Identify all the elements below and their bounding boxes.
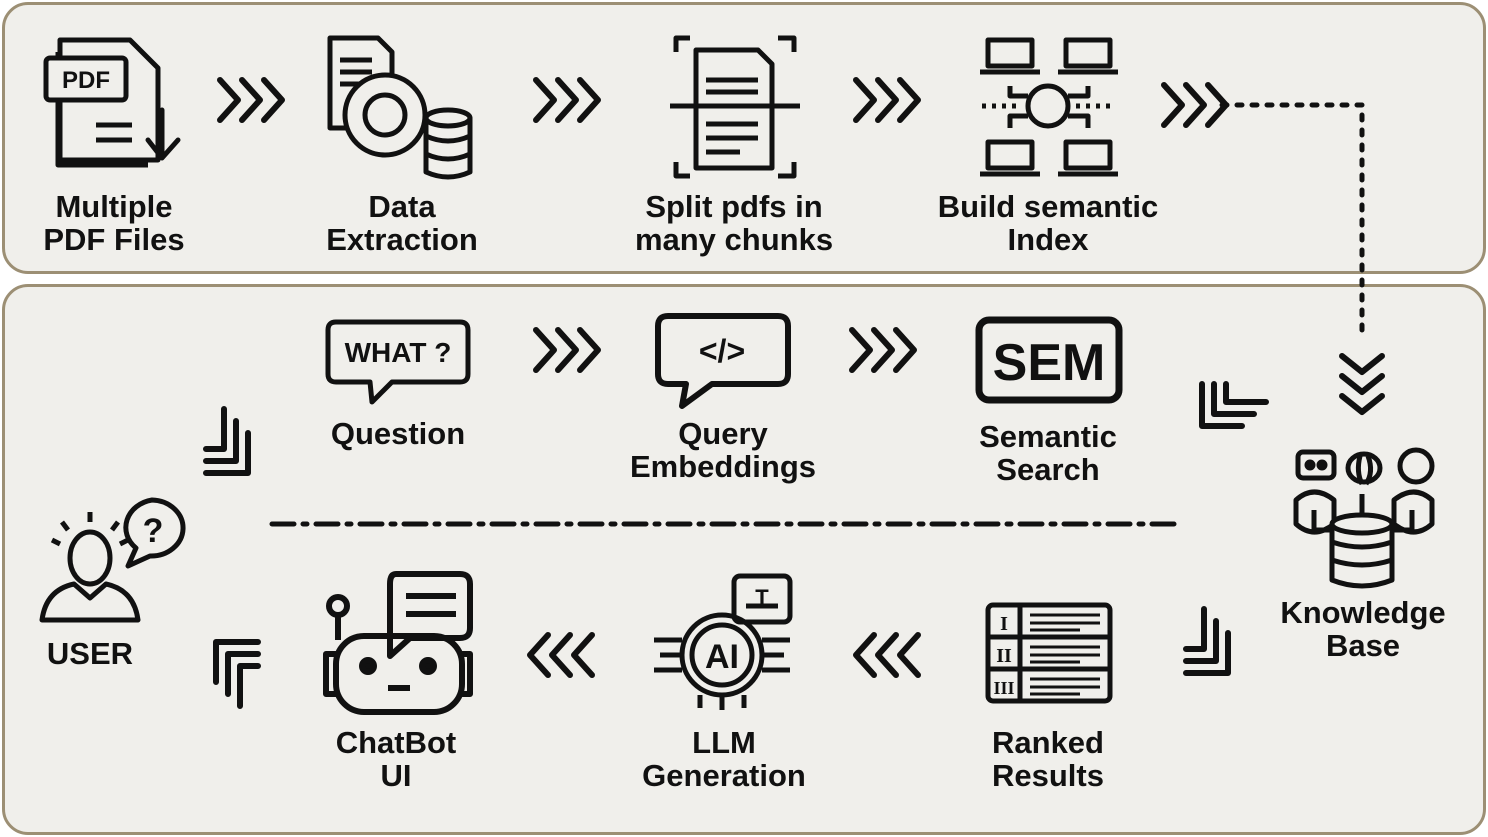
step-label-line: Index [1007,222,1089,257]
dotted-connector [1219,102,1365,338]
pdf-tag-text: PDF [62,67,110,94]
knowledge-base-icon [1293,447,1435,589]
chevron-right-icon [536,330,598,370]
chevron-right-icon [536,80,598,120]
step-label-line: Semantic [979,419,1117,454]
step-label-line: Extraction [326,222,478,257]
step-label-line: Multiple [55,189,173,224]
corner-arrow-icon [206,409,248,473]
ai-chip-text: AI [705,638,739,676]
question-bubble-text: WHAT ? [345,337,452,368]
user-label: USER [20,637,160,670]
user-question-mark: ? [143,512,164,550]
step-label-line: Generation [642,758,806,793]
chevron-down-icon [1339,353,1385,415]
step-label: Semantic Search [948,420,1148,486]
step-label: Data Extraction [300,190,504,256]
corner-arrow-icon [216,642,258,706]
step-label-line: USER [46,636,134,671]
ai-chip-icon [654,573,793,710]
document-scan-icon [670,35,800,179]
step-label-line: Knowledge [1280,595,1446,630]
chevron-left-icon [856,635,918,675]
rank-label: III [993,678,1014,698]
chevron-right-icon [856,80,918,120]
code-bubble-text: </> [699,333,745,369]
corner-arrow-icon [1202,384,1266,426]
data-extraction-icon [327,35,473,180]
step-label-line: many chunks [634,222,834,257]
user-question-icon [39,497,186,623]
step-label-line: Search [996,452,1100,487]
step-label-line: Results [992,758,1104,793]
step-label: LLM Generation [614,726,834,792]
step-label-line: Embeddings [629,449,816,484]
chip-tag-text: T [755,585,769,610]
query-panel [2,284,1486,835]
chevron-left-icon [530,635,592,675]
step-label-line: LLM [692,725,756,760]
step-label-line: Data [368,189,436,224]
step-label: Split pdfs in many chunks [614,190,854,256]
step-label: ChatBot UI [296,726,496,792]
step-label-line: UI [380,758,412,793]
sem-icon-text: SEM [993,334,1106,392]
pdf-files-icon [43,37,181,168]
step-label-line: Split pdfs in [645,189,823,224]
step-label-line: ChatBot [335,725,457,760]
step-label: Query Embeddings [608,417,838,483]
rank-label: I [1000,613,1008,635]
step-label: Ranked Results [948,726,1148,792]
step-label-line: Build semantic [937,189,1159,224]
ranked-list-icon [985,602,1113,704]
code-bubble-icon [655,313,791,409]
step-label-line: Ranked [992,725,1104,760]
network-index-icon [980,37,1118,177]
corner-arrow-icon [1186,609,1228,673]
step-label: Question [298,417,498,450]
step-label-line: Question [330,416,466,451]
question-bubble-icon [325,319,471,405]
chevron-right-icon [220,80,282,120]
step-label: Build semantic Index [918,190,1178,256]
step-label-line: PDF Files [43,222,185,257]
step-label: Multiple PDF Files [14,190,214,256]
rank-label: II [996,645,1012,667]
knowledge-base-label: Knowledge Base [1262,596,1464,662]
sem-icon [975,316,1123,404]
step-label-line: Base [1325,628,1401,663]
chevron-right-icon [1164,85,1226,125]
chatbot-icon [323,571,473,715]
step-label-line: Query [678,416,768,451]
chevron-right-icon [852,330,914,370]
